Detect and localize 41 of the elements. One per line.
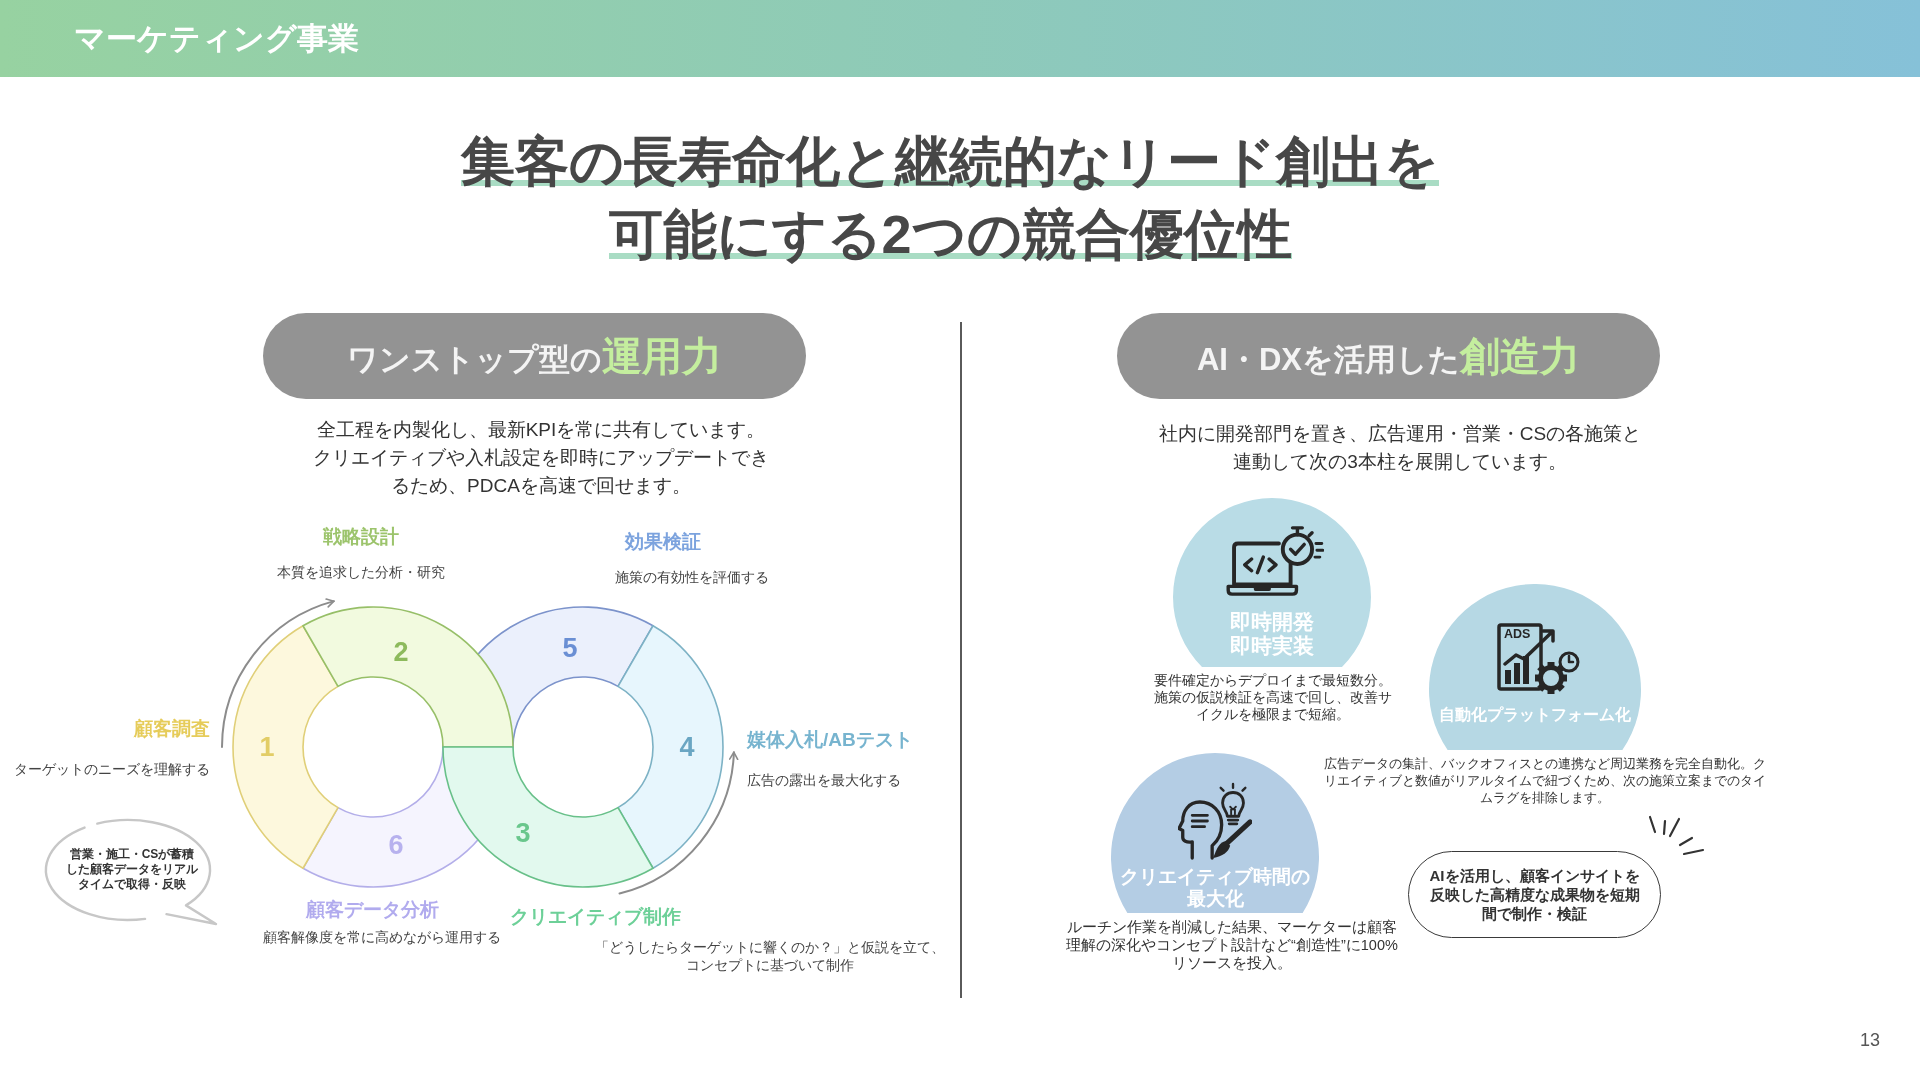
section-description: 社内に開発部門を置き、広告運用・営業・CSの各施策と連動して次の3本柱を展開しています。 (1157, 422, 1643, 474)
page-number: 13 (1859, 1030, 1880, 1051)
section-label: マーケティング事業 (74, 19, 359, 58)
slide-title: 集客の長寿命化と継続的なリード創出を可能にする2つの競合優位性 (459, 130, 1441, 266)
feature-title: 即時開発即時実装 (1229, 610, 1315, 659)
cycle-segment (301, 605, 515, 749)
step-description: 顧客解像度を常に高めながら運用する (263, 928, 501, 947)
pill-heading: AI・DXを活用した創造力 (1196, 333, 1581, 380)
section-description: 全工程を内製化し、最新KPIを常に共有しています。クリエイティブや入札設定を即時にアップデートできるため、PDCAを高速で回せます。 (312, 418, 770, 498)
step-heading: 戦略設計 (323, 525, 399, 549)
step-heading: 顧客調査 (134, 717, 210, 741)
cycle-segment (441, 745, 655, 889)
step-number: 6 (388, 831, 404, 859)
header-bar (0, 0, 1920, 77)
step-description: 「どうしたらターゲットに響くのか？」と仮説を立て、コンセプトに基づいて制作 (594, 938, 946, 975)
step-heading: 顧客データ分析 (305, 898, 439, 922)
feature-description: 広告データの集計、バックオフィスとの連携など周辺業務を完全自動化。クリエイティブと数値がリアルタイムで紐づくため、次の施策立案までのタイムラグを排除します。 (1323, 755, 1767, 806)
icon-text: ADS (1504, 628, 1531, 641)
step-description: 本質を追求した分析・研究 (277, 563, 445, 582)
cycle-segment (616, 623, 725, 871)
cycle-segment (231, 623, 340, 871)
bubble-text: 営業・施工・CSが蓄積した顧客データをリアルタイムで取得・反映 (66, 846, 198, 892)
step-heading: 効果検証 (625, 530, 701, 554)
pill-heading: ワンストップ型の運用力 (347, 333, 722, 380)
step-description: 施策の有効性を評価する (615, 568, 769, 587)
feature-description: ルーチン作業を削減した結果、マーケターは顧客理解の深化やコンセプト設計など“創造性”に100%リソースを投入。 (1065, 918, 1399, 972)
step-number: 3 (515, 819, 531, 847)
cycle-arrow (618, 751, 738, 895)
feature-title: 自動化プラットフォーム化 (1439, 706, 1631, 725)
step-number: 5 (562, 634, 578, 662)
step-number: 2 (393, 638, 409, 666)
step-number: 4 (679, 733, 695, 761)
step-heading: クリエイティブ制作 (509, 905, 681, 929)
cycle-arrow (221, 598, 335, 748)
callout-text: AIを活用し、顧客インサイトを反映した高精度な成果物を短期間で制作・検証 (1428, 866, 1641, 923)
step-description: 広告の露出を最大化する (747, 771, 901, 790)
step-number: 1 (259, 733, 275, 761)
step-heading: 媒体入札/ABテスト (747, 728, 913, 752)
feature-title: クリエイティブ時間の最大化 (1119, 866, 1311, 910)
step-description: ターゲットのニーズを理解する (14, 760, 210, 779)
feature-description: 要件確定からデプロイまで最短数分。施策の仮説検証を高速で回し、改善サイクルを極限まで短縮。 (1153, 672, 1393, 723)
